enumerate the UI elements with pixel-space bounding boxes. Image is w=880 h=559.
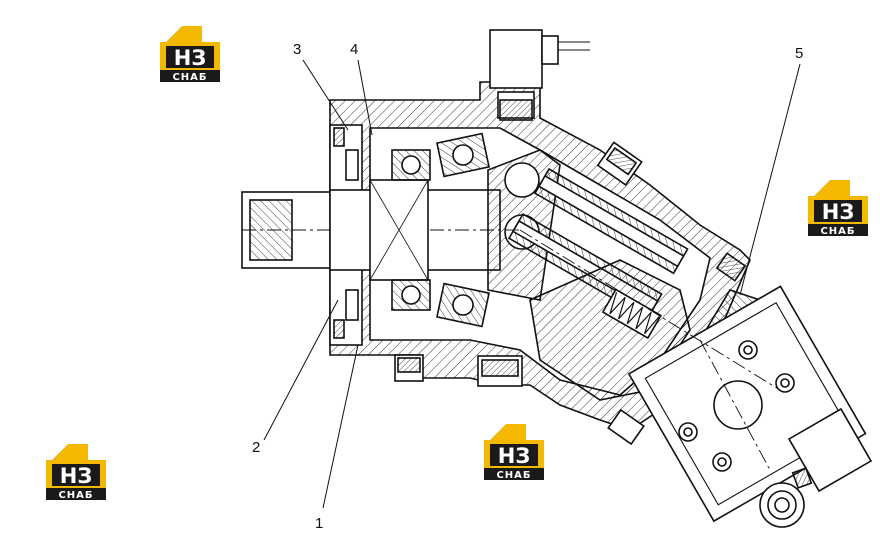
logo-mark: НЗ СНАБ: [484, 424, 544, 481]
top-connector: [489, 29, 543, 89]
watermark-logo: НЗ СНАБ: [806, 176, 870, 238]
callout-3: 3: [293, 41, 301, 58]
logo-bottom-text: СНАБ: [58, 490, 93, 501]
logo-mark: НЗ СНАБ: [160, 26, 220, 83]
end-cover-port: [713, 380, 763, 430]
leader-3: [302, 59, 349, 131]
leader-1: [322, 344, 359, 509]
logo-mark: НЗ СНАБ: [808, 180, 868, 237]
watermark-logo: НЗ СНАБ: [158, 22, 222, 84]
leader-2: [263, 299, 339, 441]
logo-mark: НЗ СНАБ: [46, 444, 106, 501]
logo-bottom-text: СНАБ: [496, 470, 531, 481]
logo-bottom-text: СНАБ: [172, 72, 207, 83]
callout-1: 1: [315, 515, 323, 532]
logo-top-text: НЗ: [60, 464, 93, 488]
watermark-logo: НЗ СНАБ: [44, 440, 108, 502]
side-valve: [787, 407, 873, 493]
leader-5: [739, 63, 801, 296]
callout-2: 2: [252, 439, 260, 456]
logo-top-text: НЗ: [498, 444, 531, 468]
logo-top-text: НЗ: [174, 46, 207, 70]
logo-bottom-text: СНАБ: [820, 226, 855, 237]
leader-4: [357, 59, 373, 136]
logo-top-text: НЗ: [822, 200, 855, 224]
callout-5: 5: [795, 45, 803, 62]
callout-4: 4: [350, 41, 358, 58]
watermark-logo: НЗ СНАБ: [482, 420, 546, 482]
